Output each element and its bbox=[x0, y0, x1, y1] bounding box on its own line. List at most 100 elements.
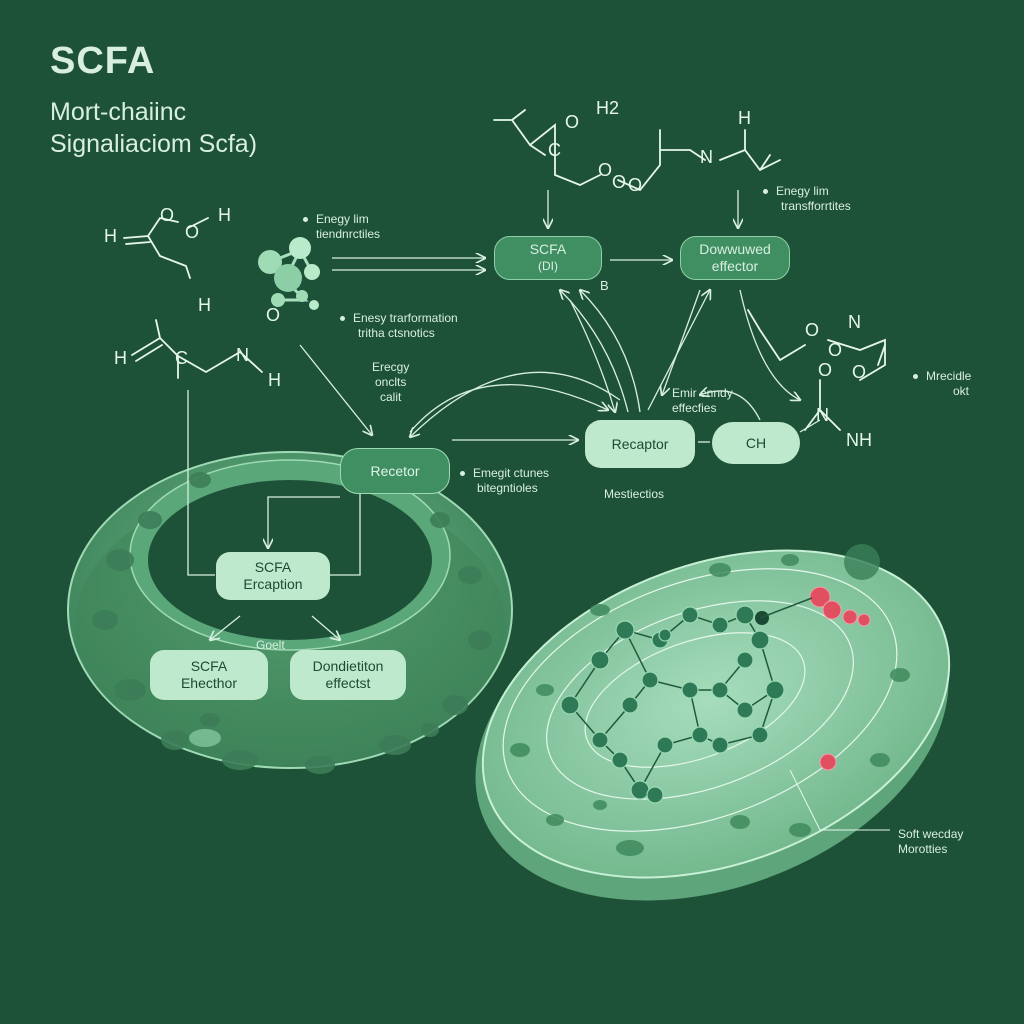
cell-organelle bbox=[305, 756, 335, 774]
atom-h: H bbox=[268, 370, 281, 390]
molecule-atoms bbox=[560, 605, 785, 804]
atom-o: O bbox=[565, 112, 580, 132]
atom-o: O bbox=[266, 305, 281, 325]
molecule-atom bbox=[641, 671, 659, 689]
cell-organelle bbox=[781, 554, 799, 566]
molecule-atom bbox=[711, 616, 729, 634]
model-atom bbox=[258, 250, 282, 274]
cell-organelle bbox=[138, 511, 162, 529]
cell-organelle bbox=[510, 743, 530, 757]
node-dondietion-effects[interactable]: Dondietiton effectst bbox=[290, 650, 406, 700]
arrow-receptor-to-effector bbox=[647, 290, 710, 411]
atom-h: H bbox=[218, 205, 231, 225]
arrow-exception-left bbox=[210, 615, 241, 640]
molecule-atom bbox=[658, 628, 672, 642]
bullet-dot bbox=[303, 217, 308, 223]
right-cell-ring-inner bbox=[584, 632, 806, 768]
note-goelt: Goelt bbox=[256, 638, 285, 652]
atom-n: N bbox=[700, 147, 713, 167]
note-energy-center: Erecgy onclts calit bbox=[372, 360, 409, 405]
molecule-atom bbox=[735, 605, 755, 625]
arrow-curve-2 bbox=[410, 371, 621, 437]
model-atom bbox=[289, 237, 311, 259]
atom-o: O bbox=[598, 160, 613, 180]
molecule-atom bbox=[736, 701, 754, 719]
cell-organelle bbox=[379, 735, 411, 755]
note-text: tiendnrctiles bbox=[316, 227, 381, 241]
red-atom bbox=[822, 600, 842, 620]
right-cell-ring-mid bbox=[546, 600, 854, 800]
note-text: effecfies bbox=[672, 401, 717, 415]
note-energy-transformation: Enesy trarformation tritha ctsnotics bbox=[340, 311, 458, 341]
structure-top-left-double bbox=[125, 241, 151, 245]
atom-nh: NH bbox=[846, 430, 872, 450]
bullet-dot bbox=[460, 471, 465, 477]
node-scfa-effector[interactable]: SCFA Ehecthor bbox=[150, 650, 268, 700]
note-text: onclts bbox=[375, 375, 407, 389]
atom-o: O bbox=[828, 340, 843, 360]
node-scfa-top[interactable]: SCFA (DI) bbox=[494, 236, 602, 280]
cell-organelle bbox=[709, 563, 731, 577]
note-metabolite: Mrecidle okt bbox=[913, 369, 971, 399]
cell-organelle bbox=[421, 723, 439, 737]
note-energy-cluster: Emegit ctunes bitegntioles bbox=[460, 466, 549, 496]
molecule-atom bbox=[711, 681, 729, 699]
molecule-atom bbox=[590, 650, 610, 670]
atom-o: O bbox=[628, 175, 643, 195]
cell-organelle bbox=[458, 566, 482, 584]
note-text: Emegit ctunes bbox=[473, 466, 550, 480]
right-cell-top bbox=[481, 549, 951, 879]
arrow-scfa-to-receptor-2 bbox=[580, 290, 641, 413]
cell-organelle bbox=[730, 815, 750, 829]
note-text: Enegy lim bbox=[776, 184, 829, 198]
arrow-curve-1 bbox=[409, 384, 608, 433]
arrow-receptor-to-effector-2 bbox=[662, 289, 701, 395]
diagram-title: SCFA bbox=[50, 40, 156, 82]
note-text: calit bbox=[380, 390, 402, 404]
node-receptor-right[interactable]: Recaptor bbox=[585, 420, 695, 468]
cell-organelle bbox=[430, 512, 450, 528]
node-label: (DI) bbox=[538, 259, 558, 273]
cell-organelle bbox=[789, 823, 811, 837]
cell-organelle bbox=[468, 630, 492, 650]
note-text: Morotties bbox=[898, 842, 948, 856]
node-label: CH bbox=[745, 434, 767, 451]
node-label: effectst bbox=[325, 675, 371, 691]
cell-organelle bbox=[92, 610, 118, 630]
cell-organelle bbox=[890, 668, 910, 682]
arrow-ch-loop bbox=[700, 391, 761, 421]
structure-top-left bbox=[123, 217, 191, 279]
atom-o: O bbox=[612, 172, 627, 192]
node-label: Recetor bbox=[370, 462, 420, 479]
molecule-atom bbox=[691, 726, 709, 744]
line-receptor-to-exception bbox=[330, 490, 361, 576]
atom-o: O bbox=[818, 360, 833, 380]
chemical-structures bbox=[123, 109, 886, 431]
node-scfa-exception[interactable]: SCFA Ercaption bbox=[216, 552, 330, 600]
node-downstream-effector[interactable]: Dowwuwed effector bbox=[680, 236, 790, 280]
diagram-subtitle: Mort-chaiinc Signaliaciom Scfa) bbox=[50, 96, 257, 160]
subtitle-line-1: Mort-chaiinc bbox=[50, 98, 187, 126]
molecule-to-red-bond bbox=[759, 597, 813, 619]
atom-o: O bbox=[185, 222, 200, 242]
node-receptor-center[interactable]: Recetor bbox=[340, 448, 450, 494]
note-text: Emir enndy bbox=[672, 386, 733, 400]
bullet-dot bbox=[763, 189, 768, 195]
structure-right-double bbox=[877, 344, 886, 366]
model-atom bbox=[296, 290, 308, 302]
molecule-atom bbox=[765, 680, 785, 700]
soft-leader-line bbox=[789, 769, 890, 831]
atom-h: H bbox=[738, 108, 751, 128]
molecule-model bbox=[258, 237, 320, 310]
atom-c: C bbox=[548, 140, 561, 160]
node-label: SCFA bbox=[254, 559, 292, 575]
atom-h: H bbox=[104, 226, 117, 246]
arrows bbox=[187, 190, 821, 640]
note-text: Mrecidle bbox=[926, 369, 972, 383]
node-label: Ercaption bbox=[243, 576, 303, 592]
structure-top-right bbox=[719, 129, 781, 172]
note-mestections: Mestiectios bbox=[604, 487, 665, 501]
node-ch[interactable]: CH bbox=[712, 422, 800, 464]
note-text: bitegntioles bbox=[477, 481, 538, 495]
cell-organelle bbox=[161, 730, 189, 750]
